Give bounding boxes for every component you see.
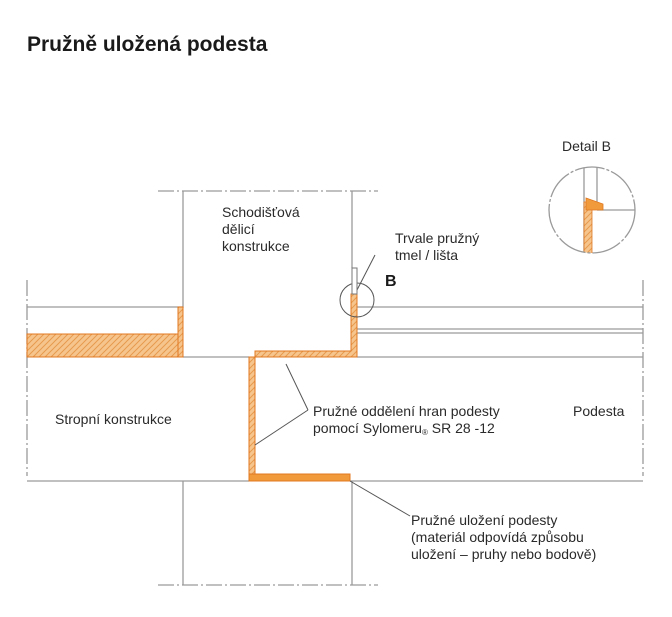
- landing-label: Podesta: [573, 403, 625, 419]
- elastic-bearing-strip: [248, 473, 351, 482]
- sealant-pointer-line: [356, 254, 376, 291]
- sealant-joint: [351, 267, 358, 295]
- ceiling-hatch-vertical: [177, 306, 184, 358]
- detail-b-view: [549, 167, 635, 253]
- edge-separation-strip: [248, 293, 358, 477]
- ceiling-hatch-layer: [26, 333, 184, 358]
- stair-wall-label: Schodišťová dělicí konstrukce: [222, 204, 300, 254]
- detail-b-circle: [548, 166, 636, 254]
- point-b-label: B: [385, 273, 397, 290]
- edge-leader-line-2: [254, 409, 309, 446]
- page-title: Pružně uložená podesta: [27, 33, 268, 56]
- sealant-label: Trvale pružný tmel / lišta: [395, 230, 480, 263]
- bearing-leader-line: [349, 480, 411, 517]
- ceiling-label: Stropní konstrukce: [55, 411, 172, 427]
- edge-separation-label: Pružné oddělení hran podesty pomocí Sylo…: [313, 403, 500, 437]
- detail-b-label: Detail B: [562, 138, 612, 154]
- bearing-label: Pružné uložení podesty (materiál odpovíd…: [411, 512, 597, 562]
- edge-leader-line-1: [285, 363, 309, 411]
